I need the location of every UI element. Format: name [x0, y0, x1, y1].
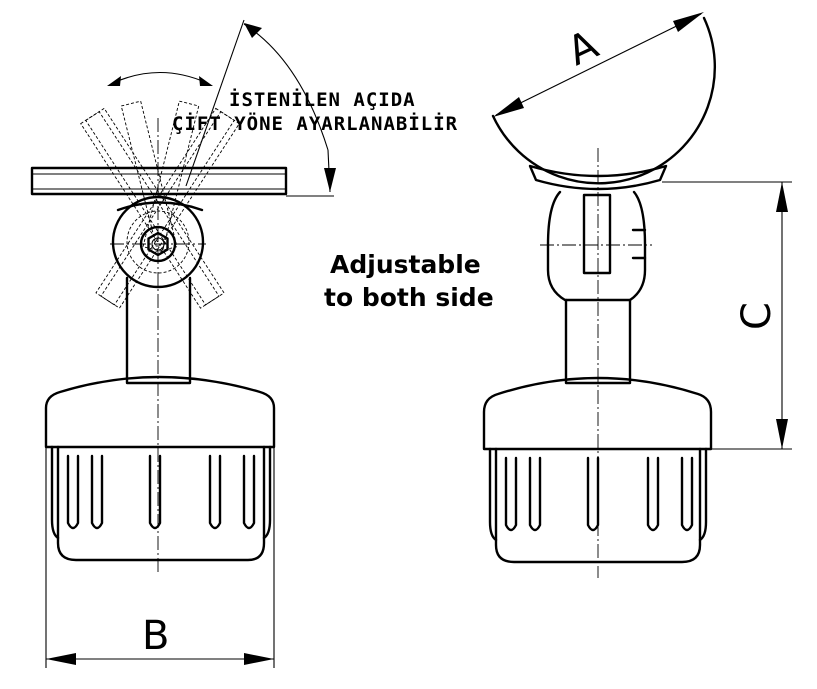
angle-annotation: [185, 19, 336, 197]
dimension-c-label: C: [734, 302, 780, 330]
swing-arc-arrow: [107, 71, 213, 86]
stem: [125, 276, 192, 385]
note-turkish-line-1: İSTENİLEN AÇIDA: [229, 87, 416, 111]
top-plate: [30, 166, 288, 196]
saddle: [116, 201, 204, 212]
dimension-b-label: B: [142, 613, 169, 659]
finned-insert: [50, 445, 272, 562]
right-stem: [564, 298, 632, 385]
dimension-b: [45, 447, 275, 668]
note-english-line-1: Adjustable: [330, 250, 481, 279]
dimension-a: [493, 12, 704, 117]
right-ball-joint: [546, 190, 647, 302]
right-view: [482, 12, 792, 578]
flange-cap: [44, 375, 276, 449]
left-view: [30, 71, 288, 668]
right-flange-cap: [482, 376, 713, 451]
handrail-section: [491, 16, 716, 191]
dimension-c: [662, 181, 792, 450]
dimension-a-label: A: [561, 22, 606, 76]
note-english-line-2: to both side: [324, 283, 494, 312]
note-turkish-line-2: ÇİFT YÖNE AYARLANABİLİR: [172, 111, 458, 135]
